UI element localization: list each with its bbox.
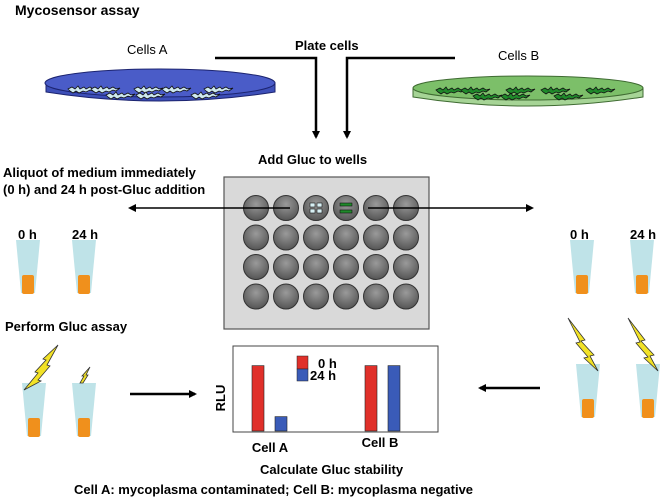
- tube-label-right-24h: 24 h: [630, 227, 657, 242]
- add-gluc-label: Add Gluc to wells: [258, 152, 368, 167]
- tube-assay-right-0h: [576, 364, 600, 418]
- well-r1-c4: [333, 195, 359, 221]
- cells-b-icon: [435, 86, 616, 101]
- well-r2-c3: [303, 224, 329, 251]
- well-r3-c4: [333, 254, 359, 280]
- tube-assay-right-24h: [636, 364, 660, 418]
- well-r4-c5: [363, 283, 389, 310]
- pellet: [22, 275, 34, 294]
- well-r4-c1: [243, 283, 269, 310]
- petri-dish-b: [412, 75, 644, 107]
- pellet: [642, 399, 654, 418]
- lightning-right-24h-icon: [627, 317, 659, 372]
- well-r3-c5: [363, 254, 389, 280]
- diagram-title: Mycosensor assay: [15, 2, 140, 18]
- tube-assay-left-0h: [22, 383, 46, 437]
- well-r3-c6: [393, 254, 419, 280]
- well-r3-c3: [303, 254, 329, 280]
- tube-right-24h: [630, 240, 654, 294]
- legend-swatch-0h: [296, 355, 309, 370]
- legend-label-0h: 0 h: [318, 356, 337, 371]
- tube-left-24h: [72, 240, 96, 294]
- legend-swatch-24h: [296, 368, 309, 382]
- cell-shape: [553, 92, 584, 101]
- x-tick-label-cell-b: Cell B: [362, 435, 399, 450]
- chart-frame: [232, 345, 439, 433]
- cell-shape: [161, 85, 192, 94]
- well-r3-c2: [273, 254, 299, 280]
- bar-cell-a-0h: [251, 365, 265, 432]
- cell-shape: [500, 92, 531, 101]
- pellet: [636, 275, 648, 294]
- tube-right-0h: [570, 240, 594, 294]
- pellet: [78, 275, 90, 294]
- cell-shape: [133, 85, 164, 94]
- y-axis-label: RLU: [213, 385, 228, 412]
- well-r2-c1: [243, 224, 269, 251]
- cells-a-icon: [67, 85, 234, 100]
- pellet: [582, 399, 594, 418]
- tube-label-right-0h: 0 h: [570, 227, 589, 242]
- well-cells-b-icon: [339, 202, 353, 214]
- cell-shape: [472, 92, 503, 101]
- cell-shape: [505, 86, 536, 95]
- bar-cell-b-0h: [364, 365, 378, 432]
- cells-a-label: Cells A: [127, 42, 168, 57]
- well-r4-c6: [393, 283, 419, 310]
- well-plate: [223, 176, 430, 330]
- rlu-bar-chart: RLU 0 h 24 h Cell A Cell B: [213, 345, 439, 455]
- pellet: [576, 275, 588, 294]
- lightning-small-icon: [79, 366, 91, 384]
- tube-left-0h: [16, 240, 40, 294]
- aliquot-label-line1: Aliquot of medium immediately: [3, 165, 196, 180]
- well-r4-c3: [303, 283, 329, 310]
- calculate-gluc-label: Calculate Gluc stability: [260, 462, 404, 477]
- legend-label-24h: 24 h: [310, 368, 336, 383]
- cell-shape: [585, 86, 616, 95]
- cell-shape: [135, 91, 166, 100]
- well-r2-c4: [333, 224, 359, 251]
- well-r2-c2: [273, 224, 299, 251]
- well-r4-c2: [273, 283, 299, 310]
- plate-cells-label: Plate cells: [295, 38, 359, 53]
- cell-shape: [190, 91, 221, 100]
- cell-shape: [90, 85, 121, 94]
- lightning-right-0h-icon: [567, 317, 599, 372]
- cells-b-label: Cells B: [498, 48, 540, 63]
- pellet: [78, 418, 90, 437]
- well-r4-c4: [333, 283, 359, 310]
- cell-shape: [540, 86, 571, 95]
- well-cells-a-icon: [309, 202, 323, 214]
- footer-note: Cell A: mycoplasma contaminated; Cell B:…: [74, 482, 474, 497]
- well-r2-c6: [393, 224, 419, 251]
- bar-cell-a-24h: [274, 416, 288, 432]
- tube-assay-left-24h: [72, 383, 96, 437]
- perform-assay-label: Perform Gluc assay: [5, 319, 128, 334]
- well-r3-c1: [243, 254, 269, 280]
- well-r1-c3: [303, 195, 329, 221]
- bar-cell-b-24h: [387, 365, 401, 432]
- cell-shape: [203, 85, 234, 94]
- plate-cells-arrows: [215, 56, 455, 139]
- x-tick-label-cell-a: Cell A: [252, 440, 289, 455]
- cell-shape: [105, 91, 136, 100]
- petri-dish-a: [44, 68, 276, 102]
- tube-label-left-24h: 24 h: [72, 227, 99, 242]
- aliquot-label-line2: (0 h) and 24 h post-Gluc addition: [3, 182, 206, 197]
- cell-shape: [460, 86, 491, 95]
- well-r2-c5: [363, 224, 389, 251]
- tube-label-left-0h: 0 h: [18, 227, 37, 242]
- lightning-large-icon: [23, 344, 59, 391]
- pellet: [28, 418, 40, 437]
